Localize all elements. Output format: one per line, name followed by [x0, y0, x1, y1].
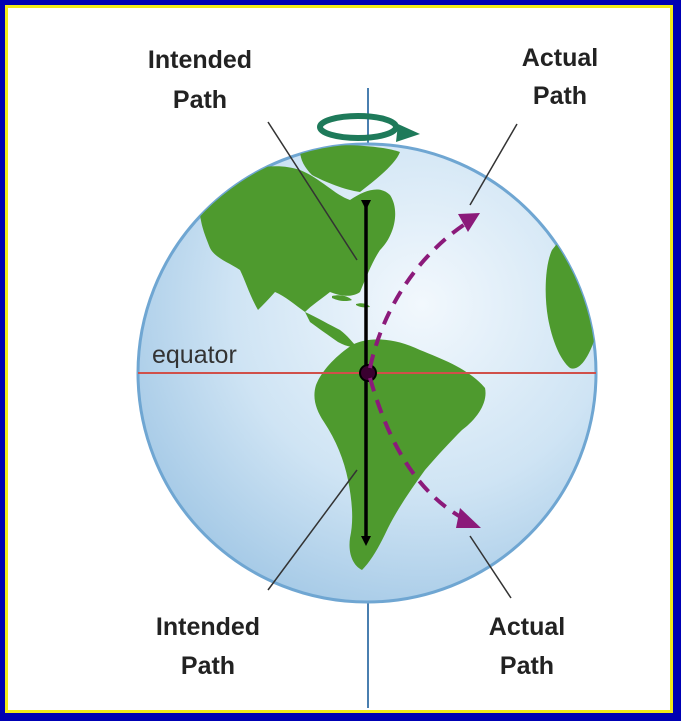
label-intended-path-bottom-line1: Intended [156, 613, 260, 641]
label-actual-path-top-line1: Actual [522, 44, 598, 72]
label-intended-path-top-line1: Intended [148, 46, 252, 74]
leader-top-left [267, 121, 358, 261]
continents [199, 145, 596, 570]
label-intended-path-top-line2: Path [173, 86, 227, 114]
rotation-arrow-icon [317, 113, 420, 142]
label-equator: equator [152, 341, 237, 369]
label-intended-path-bottom-line2: Path [181, 652, 235, 680]
actual-path-north-arrowhead [458, 213, 480, 232]
label-actual-path-top-line2: Path [533, 82, 587, 110]
leader-top-right [469, 123, 518, 206]
label-actual-path-bottom-line2: Path [500, 652, 554, 680]
origin-dot [359, 364, 377, 382]
label-actual-path-bottom-line1: Actual [489, 613, 565, 641]
leader-bottom-right [469, 535, 512, 599]
actual-path-south-arrowhead [456, 508, 481, 528]
leader-bottom-left [267, 469, 358, 591]
